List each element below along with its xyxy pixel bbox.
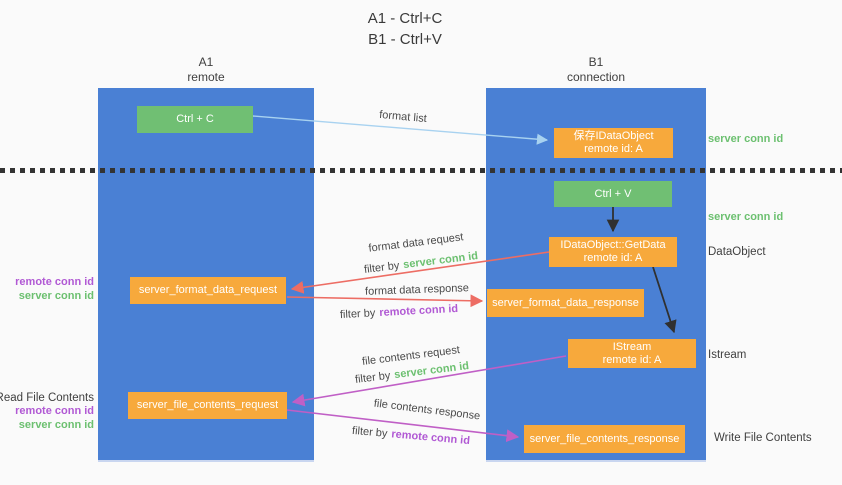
node-server-format-data-request: server_format_data_request [130, 277, 286, 304]
node-save-idataobject: 保存IDataObject remote id: A [554, 128, 673, 158]
label-server-conn-id-left-2: server conn id [18, 419, 94, 431]
arrow-file-contents-response [286, 409, 520, 443]
page-title-line2: B1 - Ctrl+V [368, 31, 442, 48]
arrow-getdata-to-istream [652, 266, 677, 334]
node-getdata-line2: remote id: A [583, 252, 643, 264]
column-a1-subtitle: remote [187, 70, 225, 84]
label-server-conn-id-left-1: server conn id [18, 290, 94, 302]
node-ctrl-v-label: Ctrl + V [594, 187, 632, 200]
label-write-file-contents: Write File Contents [714, 432, 812, 444]
node-format-req-label: server_format_data_request [138, 284, 278, 296]
label-istream: Istream [708, 349, 747, 361]
label-remote-conn-id-left-2: remote conn id [15, 405, 94, 417]
filter-by-text: filter by [339, 307, 376, 322]
node-getdata-line1: IDataObject::GetData [560, 239, 666, 251]
column-a1-name: A1 [198, 55, 214, 69]
node-istream-line2: remote id: A [602, 353, 662, 366]
arrow-format-list [252, 115, 549, 145]
node-save-line1: 保存IDataObject [573, 130, 654, 142]
label-server-conn-id-right-1: server conn id [708, 133, 784, 145]
label-server-conn-id-right-2: server conn id [708, 211, 784, 223]
node-file-req-label: server_file_contents_request [136, 399, 279, 411]
divider-dotted-line [0, 168, 842, 173]
label-dataobject: DataObject [708, 246, 766, 258]
arrow-format-data-response [286, 294, 484, 308]
label-remote-conn-id-left-1: remote conn id [15, 276, 94, 288]
node-ctrl-c-label: Ctrl + C [176, 113, 214, 125]
node-file-resp-label: server_file_contents_response [529, 432, 680, 445]
node-format-resp-label: server_format_data_response [492, 296, 639, 309]
label-read-file-contents: Read File Contents [0, 392, 94, 404]
node-idataobject-getdata: IDataObject::GetData remote id: A [549, 237, 677, 267]
node-istream-line1: IStream [612, 340, 652, 353]
column-header-a1: A1 remote [98, 55, 314, 85]
arrow-format-data-request [290, 251, 550, 294]
column-header-b1: B1 connection [486, 55, 706, 85]
page-title-line1: A1 - Ctrl+C [367, 10, 443, 27]
node-server-file-contents-response: server_file_contents_response [524, 425, 685, 453]
node-istream: IStream remote id: A [568, 339, 696, 368]
node-save-line2: remote id: A [584, 143, 643, 155]
node-server-file-contents-request: server_file_contents_request [128, 392, 287, 419]
page-title: A1 - Ctrl+C B1 - Ctrl+V [368, 8, 443, 50]
column-b1-subtitle: connection [566, 70, 626, 84]
column-b1-name: B1 [588, 55, 604, 69]
node-server-format-data-response: server_format_data_response [487, 289, 644, 317]
node-ctrl-c: Ctrl + C [137, 106, 253, 133]
arrow-file-contents-request [291, 355, 567, 407]
node-ctrl-v: Ctrl + V [554, 181, 672, 207]
